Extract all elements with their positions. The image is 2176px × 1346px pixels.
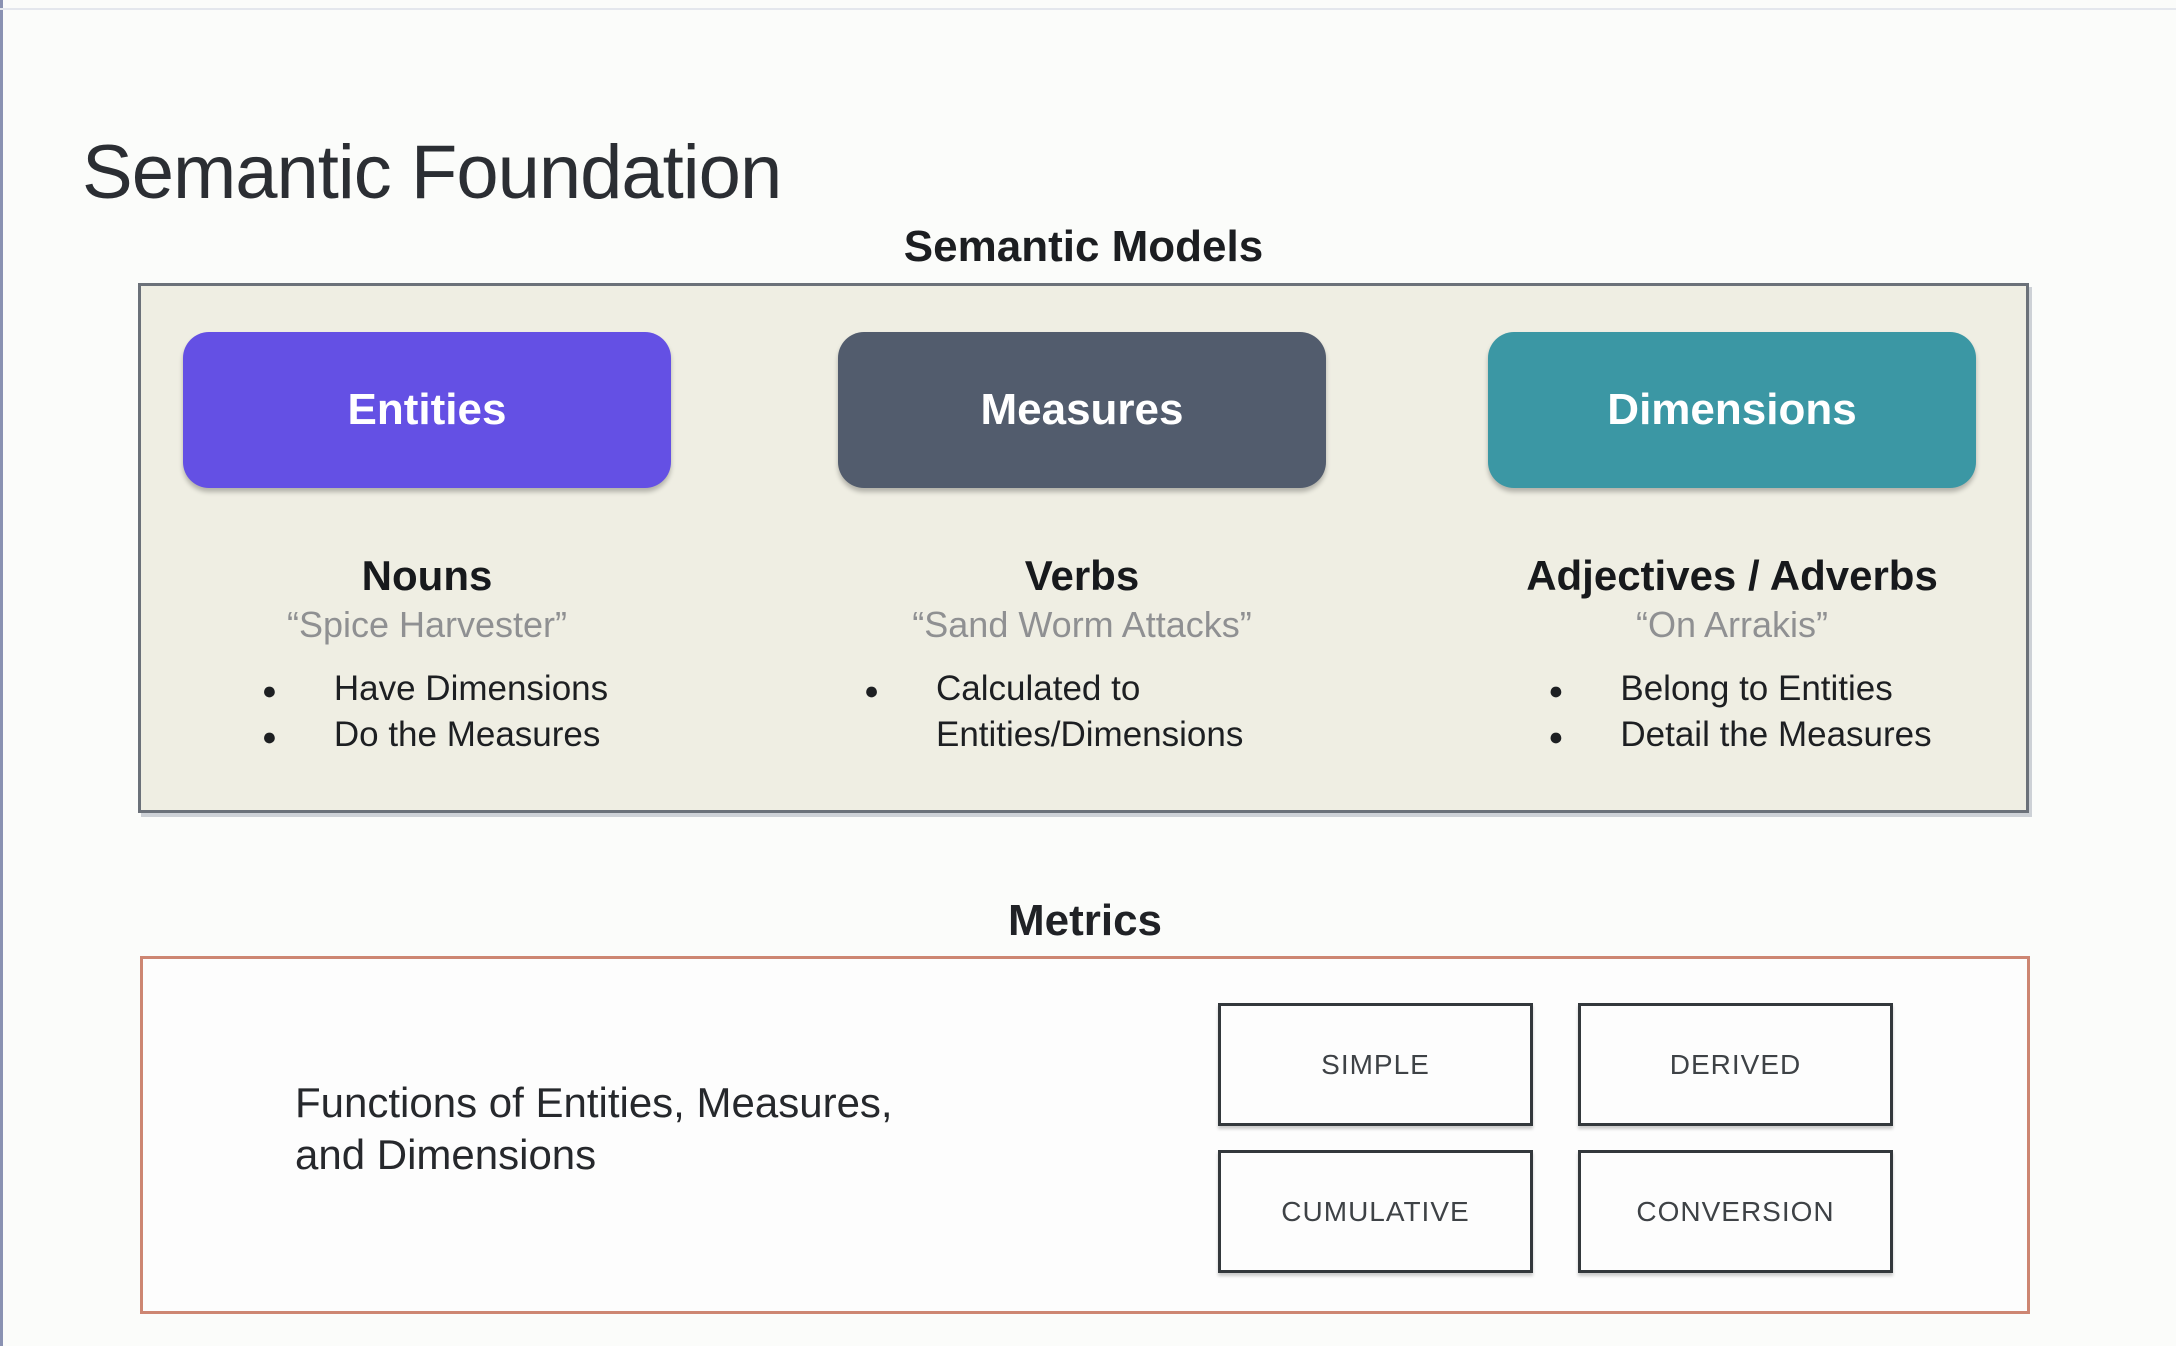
metric-type-grid: SIMPLE DERIVED CUMULATIVE CONVERSION [1218, 1003, 1893, 1273]
bullet-item: Detail the Measures [1532, 712, 1931, 760]
bullet-item: Belong to Entities [1532, 666, 1931, 714]
dimensions-role-label: Adjectives / Adverbs [1526, 552, 1938, 599]
measures-bullet-list: Calculated to Entities/Dimensions [848, 666, 1316, 758]
dimensions-example-quote: “On Arrakis” [1635, 604, 1829, 645]
page-title: Semantic Foundation [82, 129, 782, 215]
dimensions-button-label: Dimensions [1607, 385, 1857, 434]
metric-tile-conversion: CONVERSION [1578, 1150, 1893, 1273]
metrics-description: Functions of Entities, Measures, and Dim… [295, 1079, 893, 1178]
entities-button-label: Entities [347, 385, 507, 434]
window-top-edge [0, 8, 2176, 10]
entities-column: Entities Nouns “Spice Harvester” Have Di… [167, 286, 687, 810]
metrics-panel: Functions of Entities, Measures, and Dim… [140, 956, 2030, 1314]
semantic-models-panel: Entities Nouns “Spice Harvester” Have Di… [138, 283, 2029, 813]
measures-role-label: Verbs [1024, 552, 1140, 599]
dimensions-column: Dimensions Adjectives / Adverbs “On Arra… [1467, 286, 1997, 810]
bullet-item: Calculated to Entities/Dimensions [848, 666, 1316, 758]
entities-button: Entities [183, 332, 671, 488]
semantic-models-heading: Semantic Models [903, 222, 1264, 271]
bullet-item: Have Dimensions [246, 666, 608, 714]
bullet-item: Do the Measures [246, 712, 608, 760]
entities-example-quote: “Spice Harvester” [286, 604, 568, 645]
metric-tile-simple: SIMPLE [1218, 1003, 1533, 1126]
metric-tile-cumulative: CUMULATIVE [1218, 1150, 1533, 1273]
measures-column: Measures Verbs “Sand Worm Attacks” Calcu… [817, 286, 1347, 810]
entities-bullet-list: Have Dimensions Do the Measures [246, 666, 608, 760]
metric-tile-derived: DERIVED [1578, 1003, 1893, 1126]
dimensions-button: Dimensions [1488, 332, 1976, 488]
dimensions-bullet-list: Belong to Entities Detail the Measures [1532, 666, 1931, 760]
metrics-heading: Metrics [1007, 896, 1163, 945]
window-left-edge [0, 0, 3, 1346]
entities-role-label: Nouns [361, 552, 493, 599]
measures-button: Measures [838, 332, 1326, 488]
measures-button-label: Measures [980, 385, 1184, 434]
measures-example-quote: “Sand Worm Attacks” [912, 604, 1252, 645]
